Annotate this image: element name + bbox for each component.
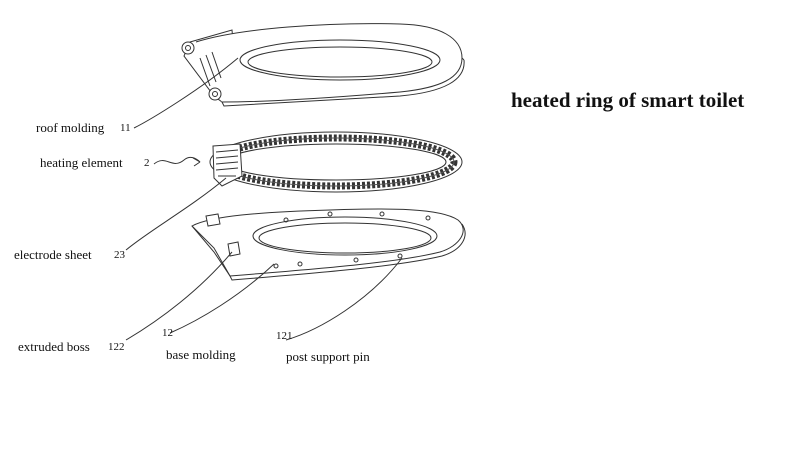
leader-post-support-pin [285, 257, 403, 341]
leader-roof-molding [133, 57, 239, 129]
label-post-support-pin: post support pin [286, 349, 370, 364]
base-molding-part [191, 208, 466, 281]
leader-lines [125, 57, 403, 341]
label-roof-molding-number: 11 [120, 122, 131, 134]
roof-molding-part [181, 23, 465, 107]
label-electrode-sheet-number: 23 [114, 249, 125, 261]
label-base-molding: base molding [166, 347, 236, 362]
label-heating-element-number: 2 [144, 157, 150, 169]
leader-extruded-boss [125, 251, 233, 341]
label-extruded-boss: extruded boss [18, 339, 90, 354]
leader-base-molding [169, 263, 275, 334]
heating-element-part [209, 131, 463, 193]
leader-heating-element [153, 156, 201, 165]
diagram-title: heated ring of smart toilet [511, 88, 745, 112]
label-extruded-boss-number: 122 [108, 341, 125, 353]
label-heating-element: heating element [40, 155, 123, 170]
label-roof-molding: roof molding [36, 120, 105, 135]
label-electrode-sheet: electrode sheet [14, 247, 92, 262]
leader-heating-element-arrow [192, 157, 201, 167]
label-base-molding-number: 12 [162, 327, 173, 339]
leader-electrode-sheet [125, 177, 227, 251]
label-post-support-pin-number: 121 [276, 330, 293, 342]
